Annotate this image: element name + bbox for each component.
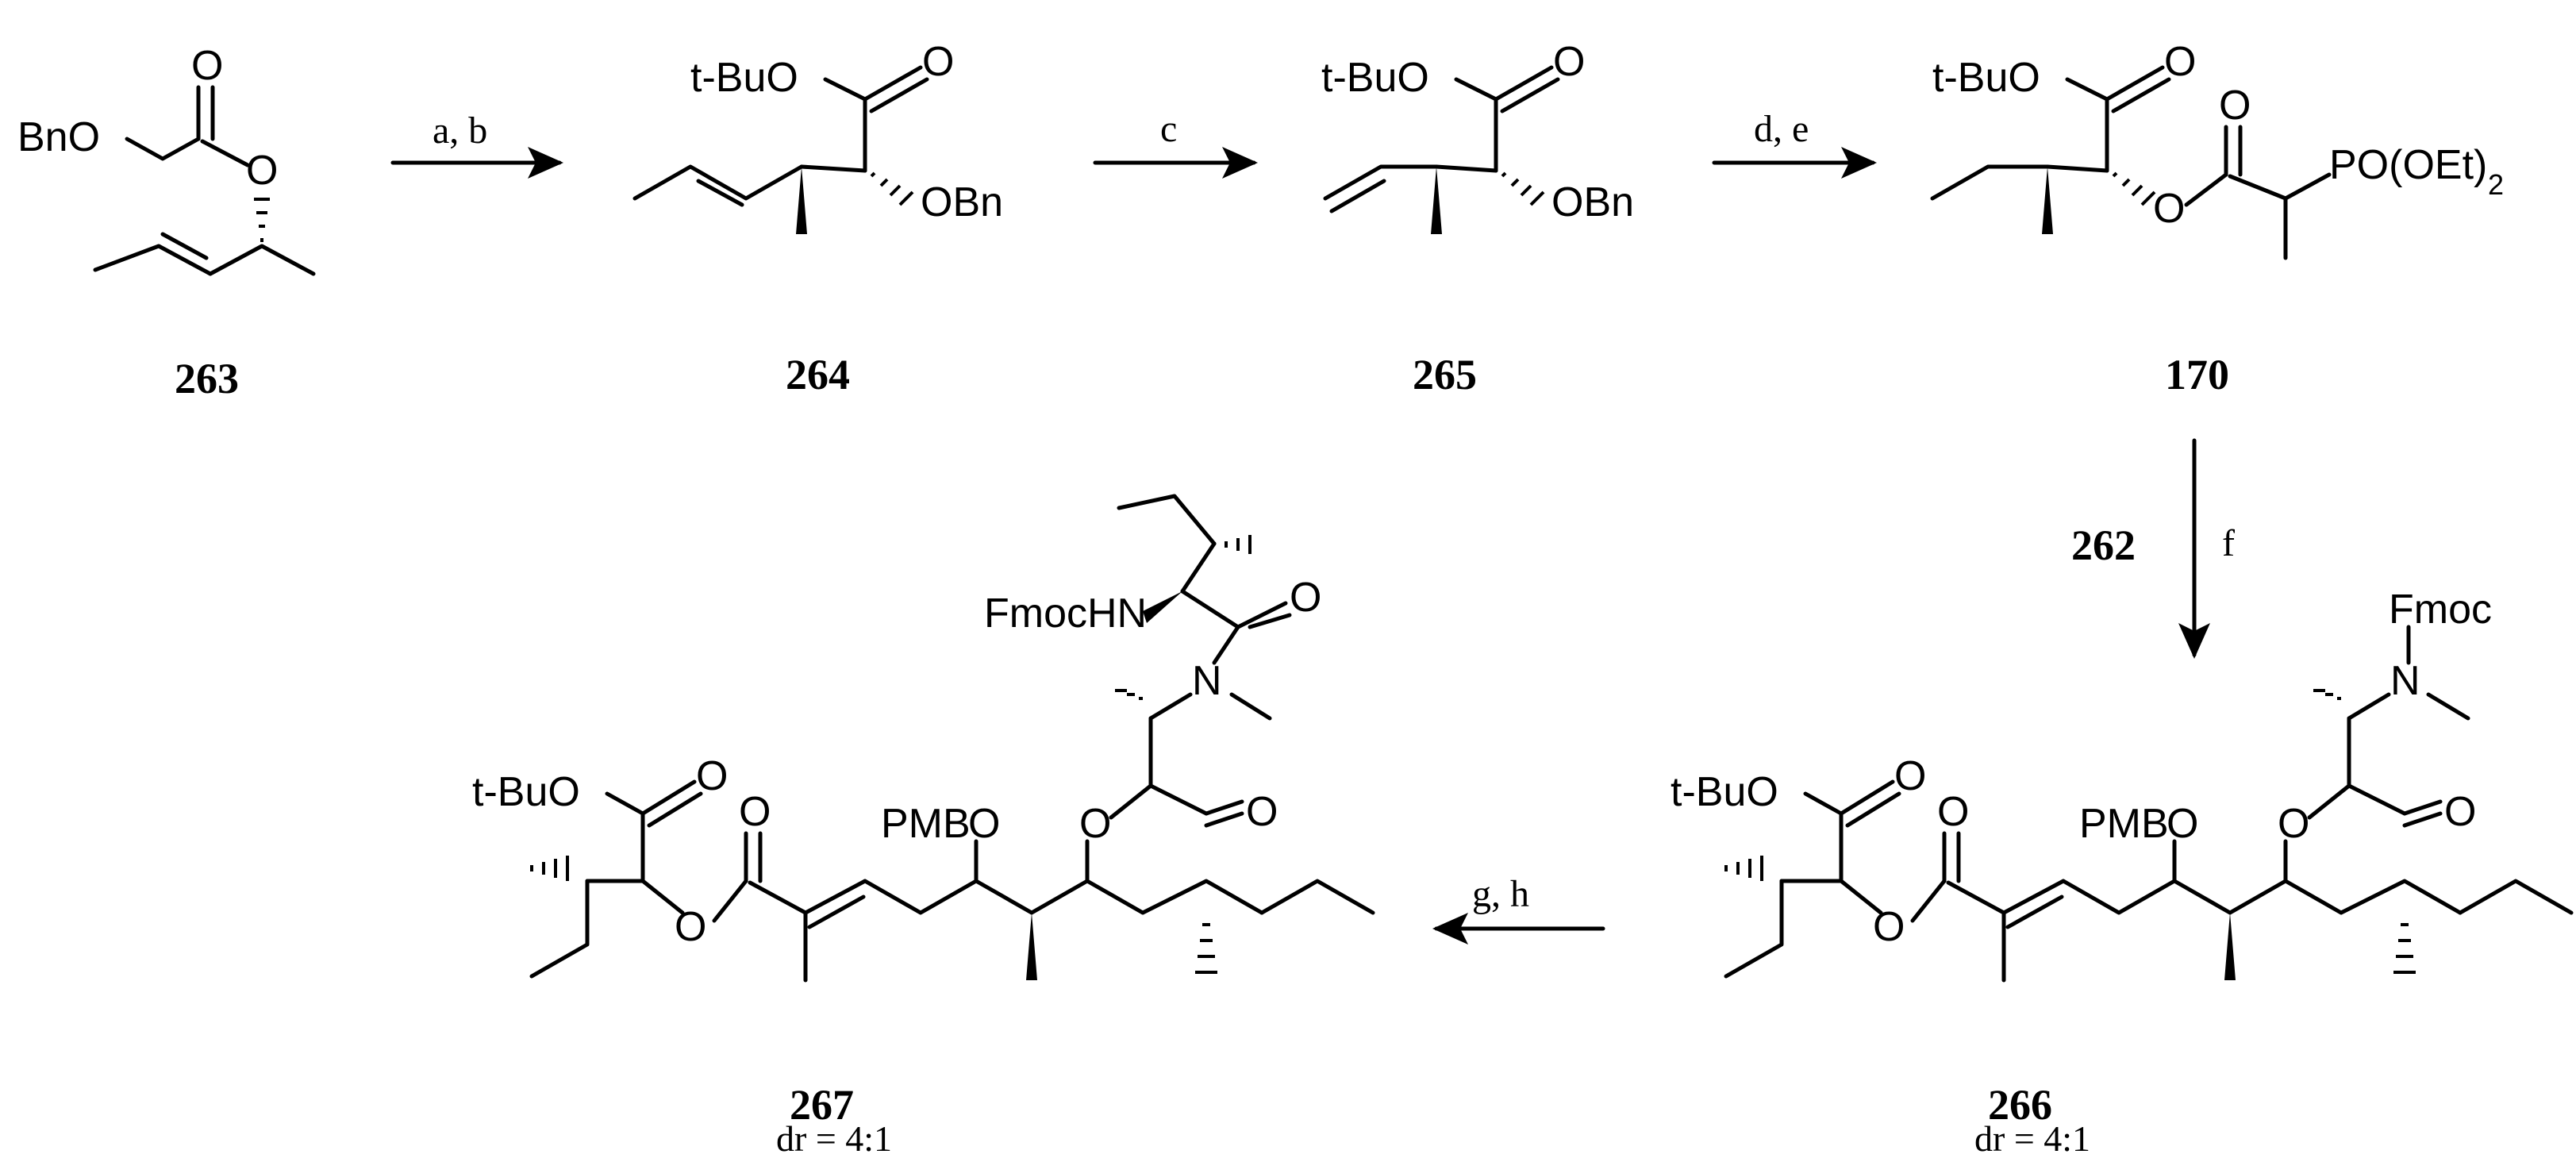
condition-f: f bbox=[2222, 522, 2235, 564]
compound-label-264: 264 bbox=[786, 351, 850, 398]
hash-methyl-266-a bbox=[1724, 856, 1763, 881]
condition-gh: g, h bbox=[1472, 873, 1529, 915]
compound-266: t-BuO O O O PMB O O bbox=[1671, 587, 2574, 1158]
atom-o-267-e: O bbox=[1079, 801, 1111, 847]
compound-267: t-BuO O O O PMB O O bbox=[472, 494, 1375, 1158]
arrow-step-f: 262 f bbox=[2071, 438, 2235, 659]
atom-o-266-d: O bbox=[2167, 801, 2198, 847]
atom-o-267-d: O bbox=[968, 801, 1000, 847]
atom-o-170-b: O bbox=[2153, 186, 2185, 232]
atom-o-266-f: O bbox=[2444, 789, 2476, 835]
atom-o-170-a: O bbox=[2164, 39, 2196, 85]
compound-263: BnO O O 263 bbox=[17, 43, 316, 402]
compound-265: t-BuO O OBn 265 bbox=[1321, 39, 1634, 398]
atom-tbuo-170: t-BuO bbox=[1932, 55, 2040, 101]
arrow-step-ab: a, b bbox=[390, 110, 563, 179]
atom-o-265: O bbox=[1553, 39, 1585, 85]
atom-obn-264: OBn bbox=[921, 179, 1003, 225]
atom-n-267: N bbox=[1192, 658, 1222, 704]
condition-c: c bbox=[1160, 108, 1177, 150]
atom-tbuo-265: t-BuO bbox=[1321, 55, 1429, 101]
hash-bond-265 bbox=[1501, 171, 1545, 206]
compound-label-266: 266 bbox=[1988, 1081, 2052, 1129]
atom-o-264: O bbox=[922, 39, 954, 85]
hash-bond-263 bbox=[254, 198, 270, 242]
hash-methyl-266-c bbox=[2313, 689, 2341, 700]
atom-fmochn-267: FmocHN bbox=[984, 591, 1147, 637]
atom-phosphonate-170: PO(OEt) bbox=[2329, 142, 2487, 188]
hash-methyl-266-b bbox=[2393, 923, 2416, 974]
compound-264: t-BuO O OBn 264 bbox=[632, 39, 1003, 398]
hash-bond-264 bbox=[870, 171, 914, 206]
atom-bno: BnO bbox=[17, 114, 100, 160]
arrow-step-gh: g, h bbox=[1432, 873, 1605, 944]
atom-o-266-b: O bbox=[1873, 904, 1905, 950]
atom-tbuo-267: t-BuO bbox=[472, 769, 580, 815]
compound-label-263: 263 bbox=[175, 355, 239, 402]
dr-266: dr = 4:1 bbox=[1974, 1118, 2090, 1158]
compound-label-170: 170 bbox=[2165, 351, 2229, 398]
arrow-step-de: d, e bbox=[1712, 108, 1877, 179]
dr-267: dr = 4:1 bbox=[776, 1118, 892, 1158]
hash-bond-170 bbox=[2112, 171, 2156, 206]
subscript-2-170: 2 bbox=[2488, 168, 2504, 201]
atom-tbuo-264: t-BuO bbox=[690, 55, 798, 101]
atom-o-267-a: O bbox=[696, 753, 728, 799]
compound-label-267: 267 bbox=[790, 1081, 854, 1129]
atom-pmb-267: PMB bbox=[881, 801, 971, 847]
atom-pmb-266: PMB bbox=[2079, 801, 2169, 847]
atom-o-267-c: O bbox=[739, 789, 771, 835]
atom-o-267-f: O bbox=[1246, 789, 1278, 835]
compound-label-265: 265 bbox=[1413, 351, 1477, 398]
hash-methyl-267-a bbox=[530, 856, 569, 881]
atom-o-ester: O bbox=[246, 148, 278, 194]
atom-o-267-g: O bbox=[1290, 575, 1321, 621]
hash-methyl-267-c bbox=[1115, 689, 1143, 700]
atom-n-266: N bbox=[2390, 658, 2420, 704]
atom-fmoc-266: Fmoc bbox=[2389, 587, 2492, 633]
atom-obn-265: OBn bbox=[1551, 179, 1634, 225]
arrow-step-c: c bbox=[1093, 108, 1258, 179]
compound-170: t-BuO O O O PO(OEt) 2 170 bbox=[1930, 39, 2504, 398]
reagent-262: 262 bbox=[2071, 521, 2136, 569]
atom-tbuo-266: t-BuO bbox=[1671, 769, 1778, 815]
condition-de: d, e bbox=[1754, 108, 1809, 150]
hash-methyl-267-b bbox=[1195, 923, 1217, 974]
atom-o-170-c: O bbox=[2219, 83, 2251, 129]
atom-o-carbonyl: O bbox=[191, 43, 223, 89]
atom-o-266-c: O bbox=[1937, 789, 1969, 835]
atom-o-266-a: O bbox=[1894, 753, 1926, 799]
atom-o-267-b: O bbox=[675, 904, 706, 950]
hash-methyl-267-d bbox=[1225, 535, 1251, 554]
condition-ab: a, b bbox=[433, 110, 487, 152]
atom-o-266-e: O bbox=[2278, 801, 2309, 847]
